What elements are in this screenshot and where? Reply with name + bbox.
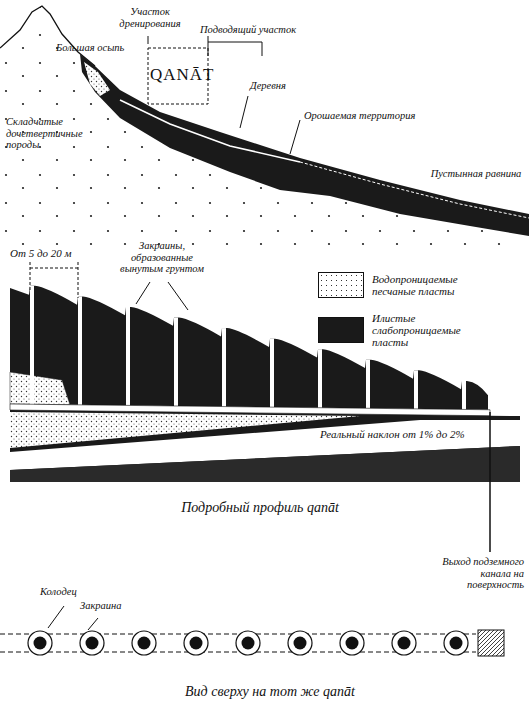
- annotation-label: Подводящий участок: [200, 24, 310, 36]
- legend-row: Водопроницаемые песчаные пласты: [318, 272, 492, 298]
- annotation-label: Вид сверху на тот же qanāt: [140, 684, 400, 699]
- legend-row: Илистые слабопроницаемые пласты: [318, 312, 492, 348]
- figure-caption: Подробный профиль qanāt: [120, 500, 400, 515]
- annotation-label: Участок дренирования: [110, 6, 190, 29]
- annotation-label: Колодец: [40, 586, 110, 598]
- legend-swatch: [318, 272, 364, 298]
- legend-text: Водопроницаемые песчаные пласты: [372, 273, 492, 297]
- annotation-label: Реальный наклон от 1% до 2%: [318, 428, 467, 440]
- annotation-label: От 5 до 20 м: [10, 247, 100, 259]
- annotation-label: Деревня: [250, 80, 320, 92]
- legend-swatch: [318, 317, 364, 343]
- annotation-label: Складчатые дочетвертичные породы: [6, 116, 106, 151]
- annotation-label: QANĀT: [150, 66, 206, 85]
- annotation-label: Закраины, образованные вынутым грунтом: [112, 240, 212, 275]
- annotation-label: Выход подземного канала на поверхность: [432, 556, 524, 591]
- annotation-label: Закраина: [80, 600, 150, 612]
- annotation-label: Пустынная равнина: [428, 168, 524, 180]
- annotation-label: Большая осыпь: [56, 42, 136, 54]
- annotation-label: Орошаемая территория: [304, 110, 444, 122]
- legend-text: Илистые слабопроницаемые пласты: [372, 312, 492, 348]
